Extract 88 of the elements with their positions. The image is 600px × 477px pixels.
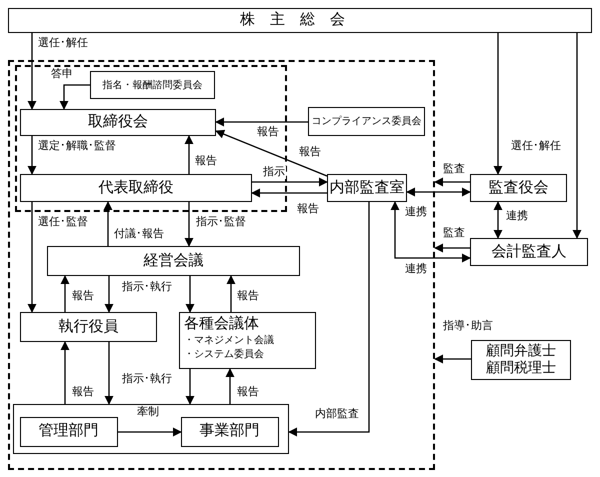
edge-label: 選任･解任 — [510, 140, 562, 153]
box-label: 代表取締役 — [98, 178, 174, 198]
edge-label: 報告 — [194, 155, 218, 168]
edge-label: 選任･解任 — [37, 37, 89, 50]
edge-label: 指示･執行 — [121, 281, 173, 294]
org-box — [470, 238, 588, 266]
arrow — [493, 33, 503, 175]
edge-label: 指示 — [262, 166, 286, 179]
edge-label: 指示･執行 — [121, 373, 173, 386]
org-box — [47, 246, 300, 276]
list-item: ・マネジメント会議 — [184, 334, 274, 348]
box-label: 執行役員 — [58, 318, 118, 337]
org-box — [20, 312, 157, 342]
box-label: 取締役会 — [88, 112, 148, 132]
edge-label: 指示･監督 — [195, 216, 247, 229]
box-label: 顧問弁護士 — [486, 343, 556, 360]
edge-label: 報告 — [236, 290, 260, 303]
arrow — [225, 368, 235, 404]
edge-label: 報告 — [71, 290, 95, 303]
org-box — [471, 340, 571, 380]
arrow — [434, 243, 470, 253]
arrow — [118, 427, 182, 437]
arrow — [226, 275, 236, 312]
edge-label: 報告 — [296, 203, 320, 216]
org-box — [8, 8, 592, 33]
org-box — [470, 174, 567, 202]
edge-label: 報告 — [298, 146, 322, 159]
group-box — [13, 404, 289, 454]
arrow — [184, 202, 194, 247]
edge-label: 選任･監督 — [37, 216, 89, 229]
arrow — [185, 369, 195, 405]
arrow — [434, 354, 471, 364]
arrow — [252, 177, 328, 187]
arrow — [59, 84, 90, 110]
edge-label: 連携 — [505, 210, 529, 223]
arrow — [27, 136, 37, 175]
org-box — [20, 109, 216, 136]
note-label: 連携 — [404, 206, 428, 219]
edge-label: 報告 — [71, 386, 95, 399]
arrow — [184, 135, 194, 174]
org-box — [20, 416, 118, 446]
edge-label: 監査 — [442, 163, 466, 176]
arrow — [251, 188, 327, 198]
arrow — [493, 201, 503, 239]
edge-label: 指導･助言 — [442, 320, 494, 333]
box-label: 経営会議 — [144, 252, 204, 271]
arrow — [104, 342, 114, 405]
box-label: コンプライアンス委員会 — [312, 114, 422, 129]
org-box — [179, 312, 316, 369]
dashed-boundary — [15, 65, 287, 212]
box-label: 事業部門 — [200, 422, 260, 442]
org-box — [90, 71, 215, 99]
edge-label: 監査 — [442, 227, 466, 240]
arrow — [60, 275, 70, 312]
box-label: 株主総会 — [240, 10, 360, 30]
box-label: 顧問税理士 — [486, 360, 556, 377]
org-box — [308, 107, 425, 136]
edge-label: 選定･解職･監督 — [37, 140, 117, 153]
arrow — [60, 341, 70, 404]
org-box — [327, 174, 407, 202]
arrow — [215, 117, 308, 127]
arrow — [434, 177, 470, 187]
arrow — [572, 33, 582, 239]
box-label: 監査役会 — [488, 178, 548, 198]
edge-label: 付議･報告 — [113, 228, 165, 241]
arrow — [27, 33, 37, 110]
edge-label: 牽制 — [136, 406, 160, 419]
org-box — [20, 174, 252, 202]
edge-label: 報告 — [256, 126, 280, 139]
arrow — [185, 276, 195, 313]
box-label: 指名・報酬諮問委員会 — [102, 78, 202, 92]
edge-label: 報告 — [236, 386, 260, 399]
arrow — [390, 201, 471, 263]
arrow — [104, 276, 114, 313]
box-label: 各種会議体 — [184, 315, 259, 334]
arrow — [288, 202, 370, 437]
arrow — [103, 201, 113, 246]
org-box — [180, 416, 278, 446]
box-label: 会計監査人 — [492, 242, 566, 262]
arrow — [406, 187, 471, 197]
edge-label: 内部監査 — [314, 408, 360, 421]
edge-label: 答申 — [50, 68, 74, 81]
edge-label: 連携 — [404, 263, 428, 276]
arrow — [215, 130, 328, 177]
list-item: ・システム委員会 — [184, 348, 264, 362]
box-label: 内部監査室 — [330, 178, 404, 198]
box-label: 管理部門 — [38, 422, 98, 442]
arrow — [27, 202, 37, 313]
